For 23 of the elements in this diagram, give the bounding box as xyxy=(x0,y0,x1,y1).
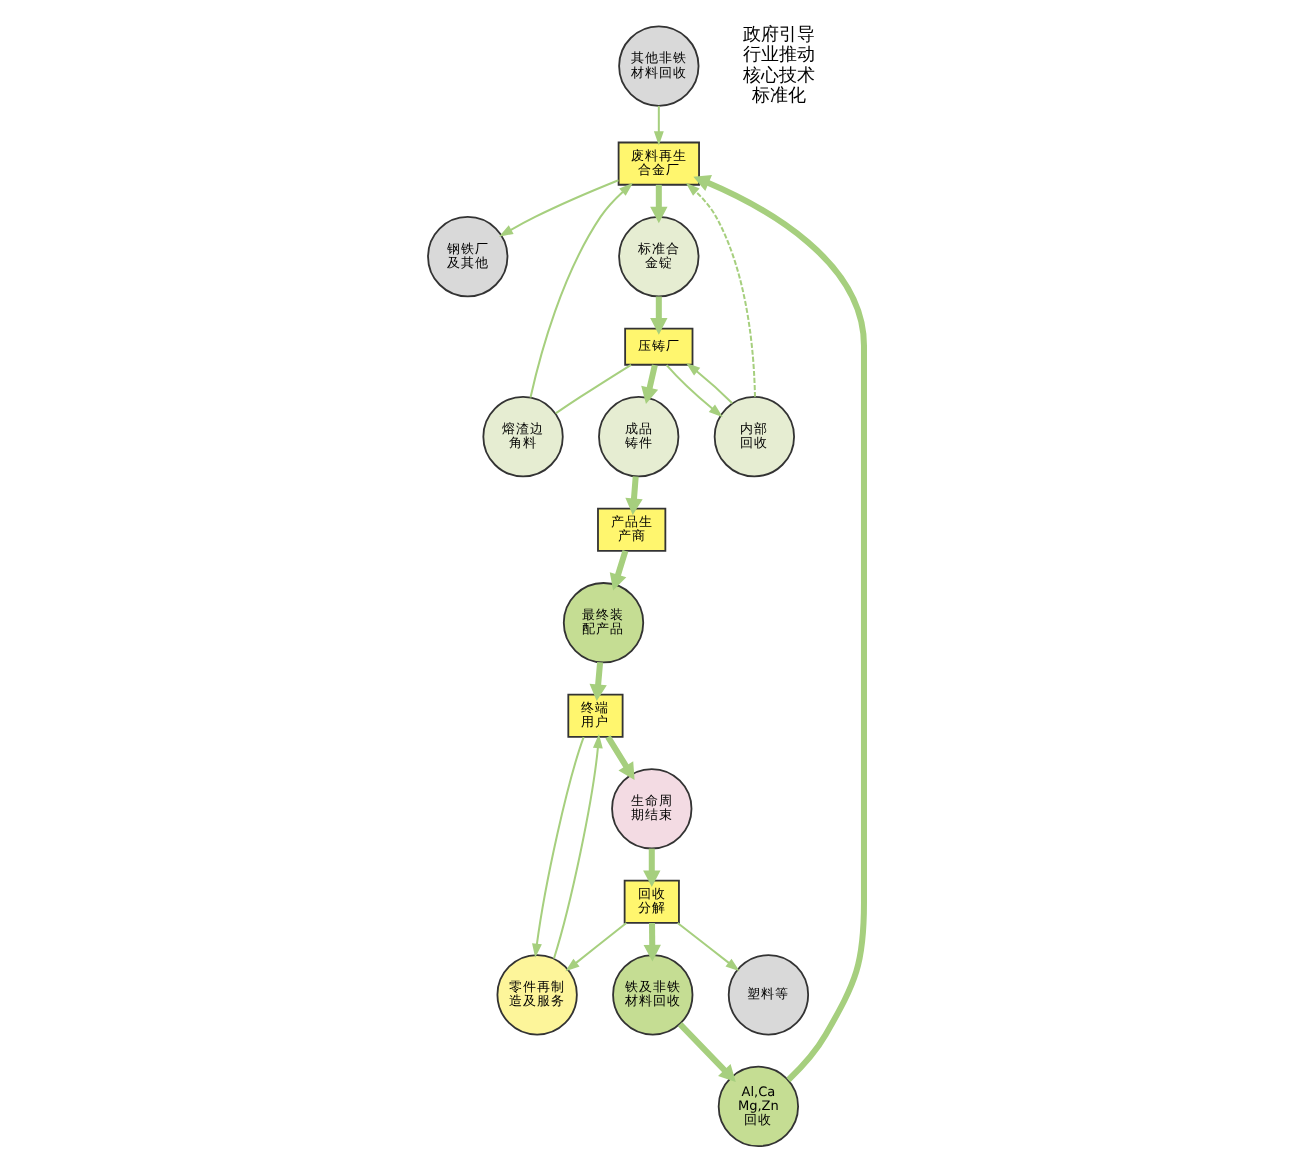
arrow xyxy=(552,734,602,959)
connector xyxy=(554,363,631,415)
arrow xyxy=(649,296,667,335)
arrow xyxy=(652,105,663,146)
arrow xyxy=(685,362,732,404)
label: 政府引导行业推动核心技术标准化 xyxy=(742,26,815,107)
arrow xyxy=(692,175,866,1083)
arrow xyxy=(624,476,642,515)
arrow xyxy=(649,184,667,224)
arrow xyxy=(684,182,755,397)
arrow xyxy=(604,735,634,780)
arrow xyxy=(642,848,660,888)
arrow xyxy=(640,364,658,404)
arrow xyxy=(531,736,584,958)
arrow xyxy=(528,182,633,398)
arrow xyxy=(588,662,606,701)
arrow xyxy=(676,922,739,972)
arrow xyxy=(642,922,660,962)
arrow xyxy=(497,179,618,237)
arrow xyxy=(564,922,626,972)
arrow xyxy=(608,550,628,591)
arrow xyxy=(676,1021,735,1082)
arrow xyxy=(664,364,722,418)
